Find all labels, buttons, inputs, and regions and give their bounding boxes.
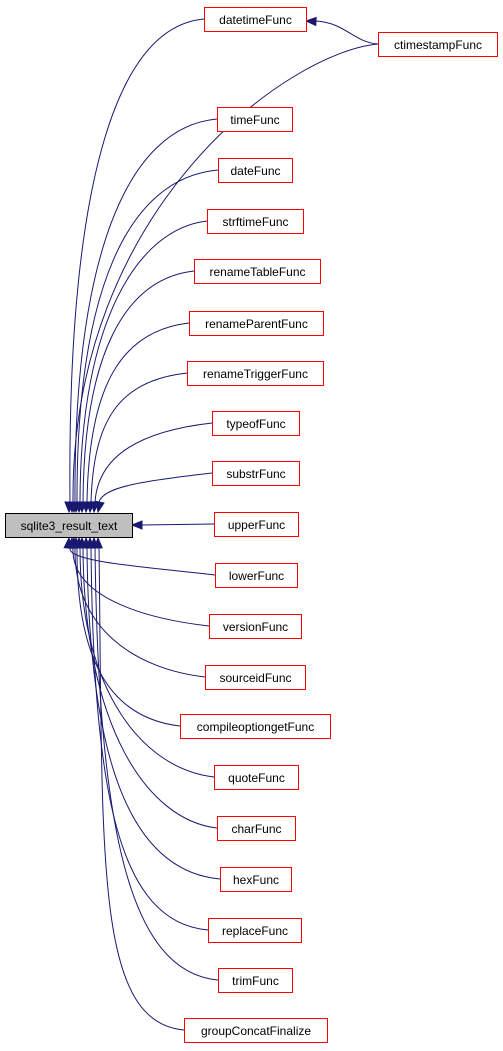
- edge-ctimestamp-func-to-datetime-func: [304, 16, 379, 45]
- node-label: hexFunc: [233, 873, 279, 887]
- node-trim-func[interactable]: trimFunc: [218, 968, 293, 993]
- node-replace-func[interactable]: replaceFunc: [208, 918, 302, 943]
- node-typeof-func[interactable]: typeofFunc: [212, 411, 300, 436]
- node-rename-parent-func[interactable]: renameParentFunc: [189, 311, 324, 336]
- edge-datetime-func-to-sqlite3-result-text: [64, 18, 205, 514]
- node-label: groupConcatFinalize: [201, 1024, 311, 1038]
- edge-group-concat-finalize-to-sqlite3-result-text: [93, 536, 185, 1031]
- node-box: [212, 461, 300, 486]
- node-char-func[interactable]: charFunc: [217, 816, 296, 841]
- node-datetime-func[interactable]: datetimeFunc: [204, 7, 307, 32]
- node-box: [180, 714, 331, 739]
- node-box: [208, 918, 302, 943]
- node-label: ctimestampFunc: [394, 38, 482, 52]
- edge-date-func-to-sqlite3-result-text: [71, 169, 219, 514]
- node-quote-func[interactable]: quoteFunc: [214, 765, 299, 790]
- node-time-func[interactable]: timeFunc: [217, 107, 293, 132]
- arrowhead: [130, 520, 143, 530]
- node-box: [184, 1018, 328, 1043]
- node-label: strftimeFunc: [222, 215, 288, 229]
- node-hex-func[interactable]: hexFunc: [220, 867, 292, 892]
- arrowhead: [304, 16, 317, 27]
- node-box: [218, 968, 293, 993]
- node-label: typeofFunc: [226, 417, 285, 431]
- node-box: [217, 107, 293, 132]
- edge-typeof-func-to-sqlite3-result-text: [90, 422, 213, 514]
- node-label: sourceidFunc: [219, 671, 291, 685]
- node-label: sqlite3_result_text: [21, 519, 118, 533]
- node-label: upperFunc: [228, 518, 285, 532]
- node-box: [5, 513, 133, 538]
- edge-trim-func-to-sqlite3-result-text: [89, 536, 219, 981]
- node-label: charFunc: [231, 822, 281, 836]
- call-edges: [63, 16, 379, 1031]
- node-compileoptionget-func[interactable]: compileoptiongetFunc: [180, 714, 331, 739]
- node-box: [378, 32, 498, 57]
- edge-substr-func-to-sqlite3-result-text: [95, 472, 213, 514]
- call-nodes: sqlite3_result_text datetimeFunc ctimestam…: [5, 7, 498, 1043]
- node-box: [214, 512, 299, 537]
- node-sqlite3-result-text[interactable]: sqlite3_result_text: [5, 513, 133, 538]
- node-rename-trigger-func[interactable]: renameTriggerFunc: [187, 361, 324, 386]
- node-box: [204, 7, 307, 32]
- node-label: replaceFunc: [222, 924, 288, 938]
- edge-rename-trigger-func-to-sqlite3-result-text: [85, 372, 188, 514]
- node-date-func[interactable]: dateFunc: [218, 158, 293, 183]
- node-label: trimFunc: [232, 974, 279, 988]
- node-label: substrFunc: [226, 467, 285, 481]
- node-box: [209, 614, 302, 639]
- node-label: renameTableFunc: [209, 265, 305, 279]
- node-label: datetimeFunc: [219, 13, 292, 27]
- node-version-func[interactable]: versionFunc: [209, 614, 302, 639]
- node-box: [207, 209, 304, 234]
- node-box: [205, 665, 306, 690]
- node-upper-func[interactable]: upperFunc: [214, 512, 299, 537]
- node-ctimestamp-func[interactable]: ctimestampFunc: [378, 32, 498, 57]
- node-sourceid-func[interactable]: sourceidFunc: [205, 665, 306, 690]
- node-label: quoteFunc: [228, 771, 285, 785]
- node-box: [212, 411, 300, 436]
- node-label: lowerFunc: [229, 569, 284, 583]
- edge-rename-table-func-to-sqlite3-result-text: [77, 270, 195, 514]
- node-lower-func[interactable]: lowerFunc: [215, 563, 298, 588]
- node-box: [189, 311, 324, 336]
- edge-quote-func-to-sqlite3-result-text: [74, 536, 215, 778]
- node-box: [215, 563, 298, 588]
- node-box: [220, 867, 292, 892]
- node-group-concat-finalize[interactable]: groupConcatFinalize: [184, 1018, 328, 1043]
- node-label: renameParentFunc: [205, 317, 308, 331]
- node-strftime-func[interactable]: strftimeFunc: [207, 209, 304, 234]
- arrowhead: [93, 536, 103, 549]
- node-rename-table-func[interactable]: renameTableFunc: [194, 259, 321, 284]
- edge-hex-func-to-sqlite3-result-text: [81, 536, 221, 880]
- node-label: renameTriggerFunc: [203, 367, 308, 381]
- node-box: [187, 361, 324, 386]
- node-label: versionFunc: [223, 620, 288, 634]
- node-box: [218, 158, 293, 183]
- node-substr-func[interactable]: substrFunc: [212, 461, 300, 486]
- node-label: compileoptiongetFunc: [197, 720, 314, 734]
- node-box: [194, 259, 321, 284]
- node-label: timeFunc: [230, 113, 279, 127]
- node-label: dateFunc: [230, 164, 280, 178]
- edge-upper-func-to-sqlite3-result-text: [130, 520, 215, 530]
- node-box: [217, 816, 296, 841]
- arrowhead: [95, 500, 105, 514]
- node-box: [214, 765, 299, 790]
